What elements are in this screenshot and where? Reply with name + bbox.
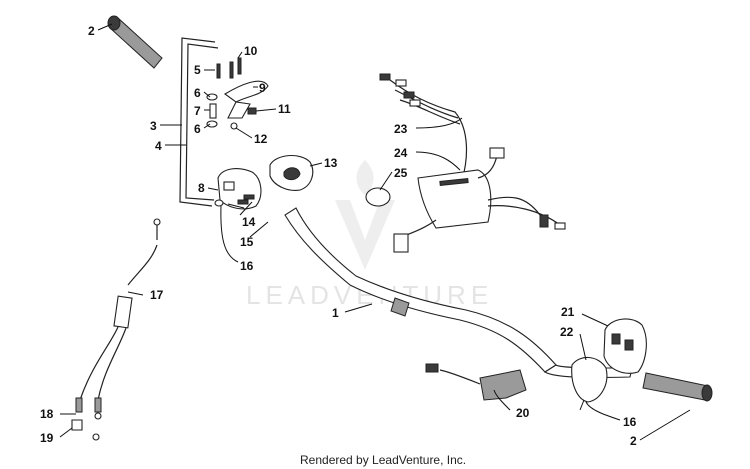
callout-18: 18 (40, 407, 54, 421)
wiring-harness (365, 73, 566, 253)
callout-13: 13 (324, 156, 338, 170)
callout-20: 20 (516, 406, 530, 420)
bracket-outline (179, 37, 219, 207)
callout-22: 22 (560, 325, 574, 339)
throttle-cable (71, 218, 161, 441)
callout-5: 5 (194, 63, 201, 77)
callout-16-left: 16 (240, 259, 254, 273)
callout-2-left: 2 (88, 24, 95, 38)
callout-21: 21 (561, 305, 575, 319)
callout-17: 17 (150, 288, 164, 302)
callout-8: 8 (198, 181, 205, 195)
callout-3: 3 (150, 119, 157, 133)
callout-6-lower: 6 (194, 122, 201, 136)
handlebar-grip-left (107, 15, 163, 69)
callout-11: 11 (278, 102, 291, 116)
watermark-logo-icon (335, 200, 395, 270)
callout-25: 25 (394, 166, 408, 180)
watermark-flame-icon (356, 160, 374, 195)
callout-1: 1 (332, 306, 339, 320)
lever-hardware (206, 57, 269, 130)
callout-labels: 1 2 2 3 4 5 6 6 7 8 9 10 11 12 13 14 15 … (40, 24, 637, 448)
callout-9: 9 (259, 81, 266, 95)
callout-6-upper: 6 (194, 86, 201, 100)
callout-2-right: 2 (630, 434, 637, 448)
leader-lines (59, 23, 691, 441)
callout-12: 12 (254, 132, 268, 146)
callout-16-right: 16 (623, 415, 637, 429)
handlebar-grip-right (642, 372, 713, 402)
callout-15: 15 (240, 235, 254, 249)
callout-4: 4 (155, 139, 162, 153)
throttle-housing (214, 168, 262, 210)
callout-24: 24 (394, 146, 408, 160)
callout-10: 10 (244, 44, 258, 58)
footer-credit: Rendered by LeadVenture, Inc. (300, 453, 466, 467)
callout-23: 23 (394, 122, 408, 136)
left-switch (269, 155, 314, 191)
callout-19: 19 (40, 431, 54, 445)
callout-7: 7 (194, 104, 201, 118)
callout-14: 14 (242, 215, 256, 229)
right-switch-assembly (425, 318, 647, 411)
